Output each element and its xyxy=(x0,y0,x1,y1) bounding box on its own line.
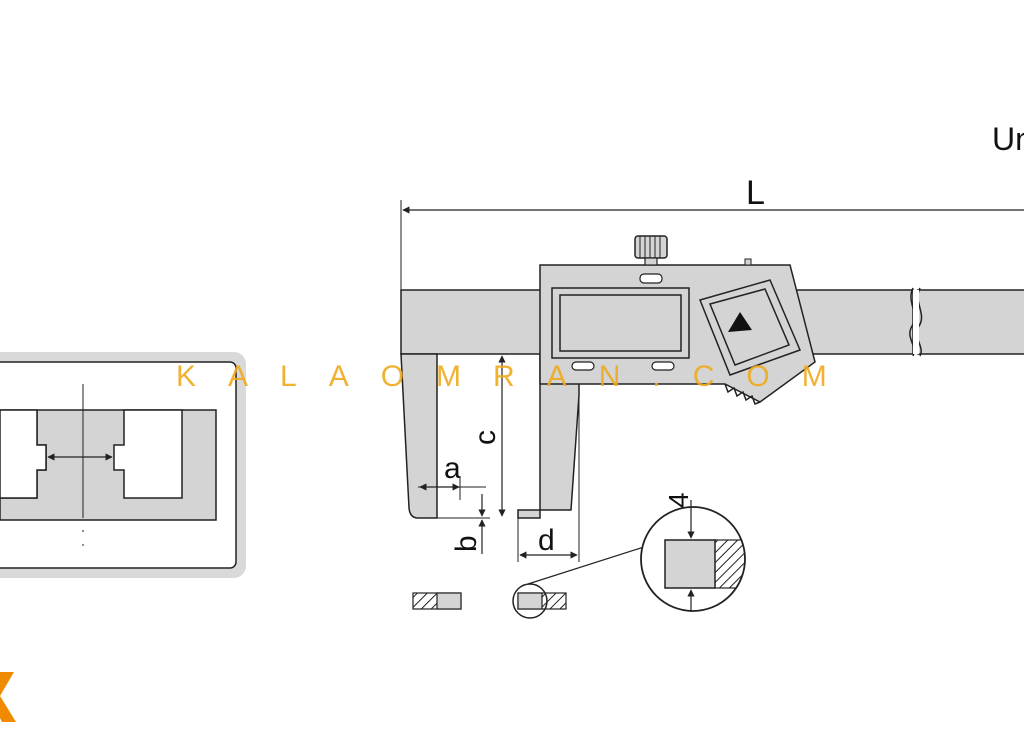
dim-L-label: L xyxy=(746,174,765,212)
detail-jaw-right-gap xyxy=(113,409,183,499)
dimensions: L Un c a b d xyxy=(400,121,1024,562)
watermark: KALAOMRAN.COM xyxy=(176,360,859,393)
zoom-detail: 4 xyxy=(640,492,746,612)
mode-button xyxy=(651,361,675,371)
detail-jaw-gap xyxy=(0,409,47,499)
logo-icon xyxy=(0,672,16,722)
jaw-sections xyxy=(412,546,645,619)
triangle-up-icon xyxy=(728,312,752,332)
dim-c-label: c xyxy=(469,430,502,445)
lcd-screen xyxy=(559,294,682,352)
caliper-beam-tail xyxy=(917,289,1024,355)
zoom-detail-circle xyxy=(640,506,746,612)
caliper xyxy=(400,235,1024,519)
section-detail-circle xyxy=(512,583,548,619)
unit-label: Un xyxy=(992,121,1024,157)
dim-b-label: b xyxy=(450,535,483,552)
dim-a-label: a xyxy=(444,452,461,485)
grip-teeth xyxy=(724,383,761,405)
dim-d-label: d xyxy=(538,524,555,557)
detail-leader xyxy=(527,546,645,585)
zero-button xyxy=(571,361,595,371)
top-slot xyxy=(639,273,663,284)
left-detail-view xyxy=(0,352,246,578)
dim-4-label: 4 xyxy=(663,492,694,508)
fixed-jaw xyxy=(400,353,438,519)
